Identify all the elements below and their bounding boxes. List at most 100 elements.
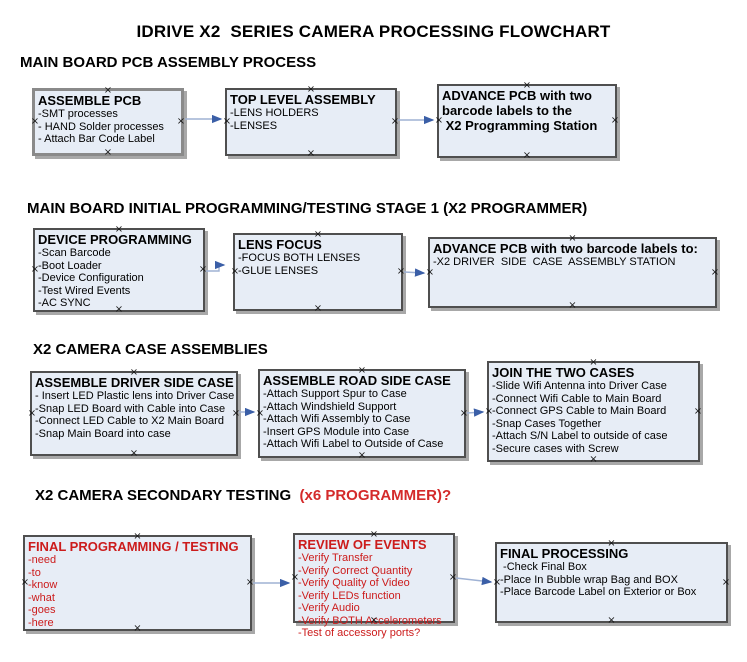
box-line: -Snap LED Board with Cable into Case (35, 402, 226, 415)
box-lines: -X2 DRIVER SIDE CASE ASSEMBLY STATION (430, 256, 715, 269)
box-title: TOP LEVEL ASSEMBLY (230, 92, 376, 107)
flow-connector (466, 408, 485, 417)
box-title: REVIEW OF EVENTS (298, 537, 427, 552)
box-line: -Slide Wifi Antenna into Driver Case (492, 380, 667, 392)
box-title: DEVICE PROGRAMMING (38, 232, 192, 247)
box-line: -Attach Wifi Assembly to Case (263, 413, 411, 425)
box-title: ASSEMBLE PCB (38, 93, 142, 108)
box-line: - HAND Solder processes (38, 120, 164, 133)
box-lines: -Attach Support Spur to Case-Attach Wind… (260, 388, 464, 451)
box-line: - Attach Bar Code Label (38, 133, 155, 145)
connection-handle-icon: × (313, 303, 323, 314)
box-final-programming-testing: FINAL PROGRAMMING / TESTING -need-to-kno… (21, 532, 254, 634)
connection-handle-icon: × (568, 300, 577, 311)
flow-connector (455, 576, 493, 586)
connection-handle-icon: × (607, 615, 616, 626)
section-heading-case-assemblies: X2 CAMERA CASE ASSEMBLIES (33, 341, 268, 358)
box-title: JOIN THE TWO CASES (492, 365, 635, 380)
box-line: -to (28, 566, 41, 579)
box-line: X2 Programming Station (442, 118, 598, 133)
box-lens-focus: LENS FOCUS -FOCUS BOTH LENSES-GLUE LENSE… (231, 230, 405, 314)
box-line: -Verify Audio (298, 602, 360, 614)
box-line: -Snap Cases Together (492, 417, 602, 430)
box-line: -Device Configuration (38, 272, 144, 284)
box-title: ADVANCE PCB with two barcode labels to: (433, 241, 698, 256)
box-advance-pcb-driver-station: ADVANCE PCB with two barcode labels to: … (425, 234, 720, 311)
flow-connector (403, 268, 426, 277)
box-line: - Insert LED Plastic lens into Driver Ca… (35, 390, 235, 402)
flowchart-title: IDRIVE X2 SERIES CAMERA PROCESSING FLOWC… (136, 22, 611, 41)
box-join-the-two-cases: JOIN THE TWO CASES -Slide Wifi Antenna i… (485, 358, 702, 465)
box-lines: -SMT processes- HAND Solder processes- A… (35, 108, 181, 146)
box-line: -AC SYNC (38, 297, 91, 309)
box-line: -LENSES (230, 119, 278, 132)
box-line: -Connect GPS Cable to Main Board (492, 405, 667, 417)
section-heading-initial-programming: MAIN BOARD INITIAL PROGRAMMING/TESTING S… (27, 200, 588, 217)
section-heading-secondary-testing: X2 CAMERA SECONDARY TESTING (x6 PROGRAMM… (35, 487, 452, 504)
box-review-of-events: REVIEW OF EVENTS -Verify Transfer-Verify… (291, 530, 457, 640)
box-line: -Secure cases with Screw (492, 442, 619, 455)
box-lines: -Check Final Box-Place In Bubble wrap Ba… (497, 561, 726, 599)
box-line: -Verify BOTH Accelerometers (298, 614, 442, 627)
connection-handle-icon: × (103, 147, 113, 158)
box-line: -Attach Wifi Label to Outside of Case (263, 438, 444, 450)
box-assemble-pcb: ASSEMBLE PCB -SMT processes- HAND Solder… (31, 86, 185, 158)
box-line: -need (28, 554, 57, 566)
connection-handle-icon: × (129, 448, 139, 459)
box-title: ASSEMBLE ROAD SIDE CASE (263, 373, 451, 388)
box-line: -Verify Correct Quantity (298, 564, 413, 577)
box-line: -Connect Wifi Cable to Main Board (492, 392, 662, 405)
box-line: -GLUE LENSES (238, 264, 319, 277)
box-line: -Insert GPS Module into Case (263, 425, 410, 438)
box-line: -Test of accessory ports? (298, 627, 421, 639)
box-line: -Verify LEDs function (298, 589, 401, 602)
box-device-programming: DEVICE PROGRAMMING -Scan Barcode-Boot Lo… (31, 225, 207, 315)
box-title: ASSEMBLE DRIVER SIDE CASE (35, 375, 234, 390)
connection-handle-icon: × (357, 450, 367, 461)
section-heading-pcb-assembly: MAIN BOARD PCB ASSEMBLY PROCESS (20, 54, 317, 71)
box-assemble-road-side-case: ASSEMBLE ROAD SIDE CASE -Attach Support … (256, 366, 468, 461)
connection-handle-icon: × (589, 454, 598, 465)
box-lines: -Verify Transfer-Verify Correct Quantity… (295, 552, 453, 640)
box-line: -Snap Main Board into case (35, 427, 171, 440)
box-lines: -need-to-know-what-goes-here (25, 554, 250, 629)
box-lines: -Slide Wifi Antenna into Driver Case-Con… (489, 380, 698, 455)
box-lines: -FOCUS BOTH LENSES-GLUE LENSES (235, 252, 401, 277)
box-line: -Verify Quality of Video (298, 577, 410, 589)
connection-handle-icon: × (425, 266, 435, 278)
box-top-level-assembly: TOP LEVEL ASSEMBLY -LENS HOLDERS-LENSES … (223, 85, 399, 159)
box-line: -Verify Transfer (298, 552, 373, 564)
box-line: -Place Barcode Label on Exterior or Box (500, 586, 697, 598)
box-line: -know (28, 579, 58, 591)
connection-handle-icon: × (710, 266, 720, 278)
box-title: LENS FOCUS (238, 237, 322, 252)
box-line: -SMT processes (38, 108, 118, 120)
connection-handle-icon: × (306, 148, 316, 159)
box-lines: - Insert LED Plastic lens into Driver Ca… (32, 390, 236, 440)
box-line: -goes (28, 604, 56, 616)
box-lines: -LENS HOLDERS-LENSES (227, 107, 395, 132)
box-line: -what (28, 591, 55, 604)
box-line: -X2 DRIVER SIDE CASE ASSEMBLY STATION (433, 256, 676, 268)
box-title: FINAL PROGRAMMING / TESTING (28, 539, 239, 554)
box-line: -Check Final Box (500, 561, 587, 573)
box-lines: -Scan Barcode-Boot Loader-Device Configu… (35, 247, 203, 310)
box-line: -Connect LED Cable to X2 Main Board (35, 415, 224, 427)
box-title: FINAL PROCESSING (500, 546, 629, 561)
box-line: -FOCUS BOTH LENSES (238, 252, 361, 264)
box-line: -Attach Windshield Support (263, 400, 397, 413)
box-line: -Boot Loader (38, 259, 102, 272)
box-line: barcode labels to the (442, 103, 573, 118)
box-line: -Attach Support Spur to Case (263, 388, 407, 400)
box-line: -here (28, 616, 54, 629)
box-line: -Test Wired Events (38, 284, 131, 297)
box-final-processing: FINAL PROCESSING -Check Final Box-Place … (493, 539, 730, 626)
box-line: ADVANCE PCB with two (442, 88, 592, 103)
box-line: -LENS HOLDERS (230, 107, 319, 119)
flow-connector-elbow (206, 260, 226, 272)
box-line: -Place In Bubble wrap Bag and BOX (500, 573, 678, 586)
box-assemble-driver-side-case: ASSEMBLE DRIVER SIDE CASE - Insert LED P… (28, 368, 240, 459)
box-line: -Attach S/N Label to outside of case (492, 430, 668, 442)
